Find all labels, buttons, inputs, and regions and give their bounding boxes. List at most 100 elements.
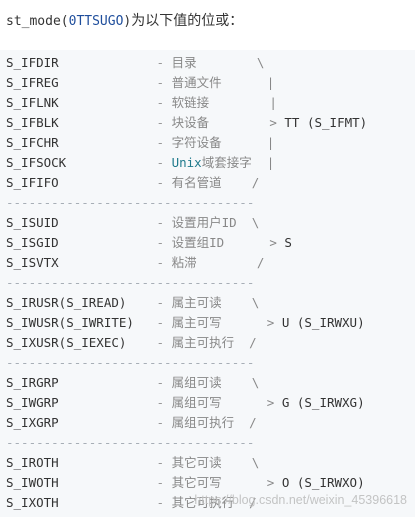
separator-line: --------------------------------- <box>6 193 367 213</box>
separator-line: --------------------------------- <box>6 433 367 453</box>
group-result: S <box>284 235 292 250</box>
flag-name: S_IXGRP <box>6 415 59 430</box>
brace-mark: | <box>269 95 277 110</box>
flag-name: S_ISGID <box>6 235 59 250</box>
separator-line: --------------------------------- <box>6 273 367 293</box>
flag-desc: 普通文件 <box>171 75 222 90</box>
dash: - <box>156 475 172 490</box>
brace-mark: \ <box>251 215 260 230</box>
dash: - <box>156 415 172 430</box>
brace-mark: > <box>269 115 277 130</box>
flag-name: S_IRGRP <box>6 375 59 390</box>
intro-func: st_mode <box>6 14 61 29</box>
flag-name: S_IRUSR(S_IREAD) <box>6 295 127 310</box>
flag-desc: 域套接字 <box>201 155 252 170</box>
separator-line: --------------------------------- <box>6 353 367 373</box>
flag-row: S_IXGRP - 属组可执行 / <box>6 413 367 433</box>
flag-name: S_IWOTH <box>6 475 59 490</box>
flag-row: S_IWOTH - 其它可写 > O (S_IRWXO) <box>6 473 367 493</box>
brace-mark: | <box>266 75 275 90</box>
brace-mark: \ <box>256 55 265 70</box>
group-result: O (S_IRWXO) <box>281 475 365 490</box>
separator-text: --------------------------------- <box>6 275 255 290</box>
group-result: G (S_IRWXG) <box>281 395 365 410</box>
flag-name: S_IXOTH <box>6 495 59 510</box>
flag-name: S_IFIFO <box>6 175 59 190</box>
flag-name: S_ISUID <box>6 215 59 230</box>
flag-name: S_IFREG <box>6 75 59 90</box>
flag-row: S_IROTH - 其它可读 \ <box>6 453 367 473</box>
flag-name: S_IFLNK <box>6 95 59 110</box>
flag-desc: 其它可执行 <box>171 495 235 510</box>
dash: - <box>156 235 172 250</box>
dash: - <box>156 55 172 70</box>
brace-mark: / <box>249 495 257 510</box>
flag-row: S_IWUSR(S_IWRITE) - 属主可写 > U (S_IRWXU) <box>6 313 367 333</box>
intro-text: 为以下值的位或： <box>131 12 244 28</box>
flag-row: S_ISUID - 设置用户ID \ <box>6 213 367 233</box>
flag-name: S_IWGRP <box>6 395 59 410</box>
flag-desc: 属组可写 <box>171 395 222 410</box>
brace-mark: \ <box>251 295 260 310</box>
brace-mark: \ <box>251 375 260 390</box>
flag-row: S_IXUSR(S_IEXEC) - 属主可执行 / <box>6 333 367 353</box>
brace-mark: / <box>249 415 257 430</box>
flag-row: S_IFBLK - 块设备 > TT (S_IFMT) <box>6 113 367 133</box>
flag-name: S_IROTH <box>6 455 59 470</box>
dash: - <box>156 375 172 390</box>
flag-name: S_IWUSR(S_IWRITE) <box>6 315 134 330</box>
intro-line: st_mode(0TTSUGO)为以下值的位或： <box>6 10 243 32</box>
intro-arg: 0TTSUGO <box>68 14 124 29</box>
flag-name: S_IFDIR <box>6 55 59 70</box>
flag-row: S_IRUSR(S_IREAD) - 属主可读 \ <box>6 293 367 313</box>
flag-desc: 属主可写 <box>171 315 222 330</box>
group-result: U (S_IRWXU) <box>281 315 365 330</box>
flag-desc: 属组可执行 <box>171 415 235 430</box>
dash: - <box>156 335 172 350</box>
code-lines: S_IFDIR - 目录 \S_IFREG - 普通文件 |S_IFLNK - … <box>6 53 367 513</box>
flag-desc: 其它可写 <box>171 475 222 490</box>
dash: - <box>156 115 172 130</box>
separator-text: --------------------------------- <box>6 355 255 370</box>
dash: - <box>156 75 172 90</box>
flag-row: S_IFREG - 普通文件 | <box>6 73 367 93</box>
flag-name: S_ISVTX <box>6 255 59 270</box>
brace-mark: > <box>269 235 277 250</box>
flag-desc: 属组可读 <box>171 375 222 390</box>
flag-desc: 属主可执行 <box>171 335 235 350</box>
separator-text: --------------------------------- <box>6 195 255 210</box>
flag-desc: 有名管道 <box>171 175 222 190</box>
dash: - <box>156 215 172 230</box>
flag-row: S_ISGID - 设置组ID > S <box>6 233 367 253</box>
flag-row: S_IFIFO - 有名管道 / <box>6 173 367 193</box>
dash: - <box>156 155 172 170</box>
flag-row: S_ISVTX - 粘滞 / <box>6 253 367 273</box>
dash: - <box>156 315 172 330</box>
group-result: TT (S_IFMT) <box>284 115 368 130</box>
flag-row: S_IXOTH - 其它可执行 / <box>6 493 367 513</box>
flag-row: S_IFSOCK - Unix域套接字 | <box>6 153 367 173</box>
flag-row: S_IFDIR - 目录 \ <box>6 53 367 73</box>
intro-open-paren: ( <box>60 14 69 29</box>
brace-mark: > <box>266 395 275 410</box>
flag-desc: 目录 <box>171 55 197 70</box>
brace-mark: | <box>266 135 275 150</box>
separator-text: --------------------------------- <box>6 435 255 450</box>
dash: - <box>156 135 172 150</box>
flag-name: S_IFSOCK <box>6 155 67 170</box>
flag-desc: 粘滞 <box>171 255 197 270</box>
flag-row: S_IFLNK - 软链接 | <box>6 93 367 113</box>
flag-desc: 设置组ID <box>171 235 225 250</box>
brace-mark: / <box>251 175 260 190</box>
dash: - <box>156 495 172 510</box>
brace-mark: \ <box>251 455 260 470</box>
flag-row: S_IFCHR - 字符设备 | <box>6 133 367 153</box>
dash: - <box>156 455 172 470</box>
flag-name: S_IFCHR <box>6 135 59 150</box>
flag-name: S_IFBLK <box>6 115 59 130</box>
brace-mark: > <box>266 315 275 330</box>
flag-desc: 属主可读 <box>171 295 222 310</box>
flag-desc: 块设备 <box>171 115 210 130</box>
flag-row: S_IRGRP - 属组可读 \ <box>6 373 367 393</box>
